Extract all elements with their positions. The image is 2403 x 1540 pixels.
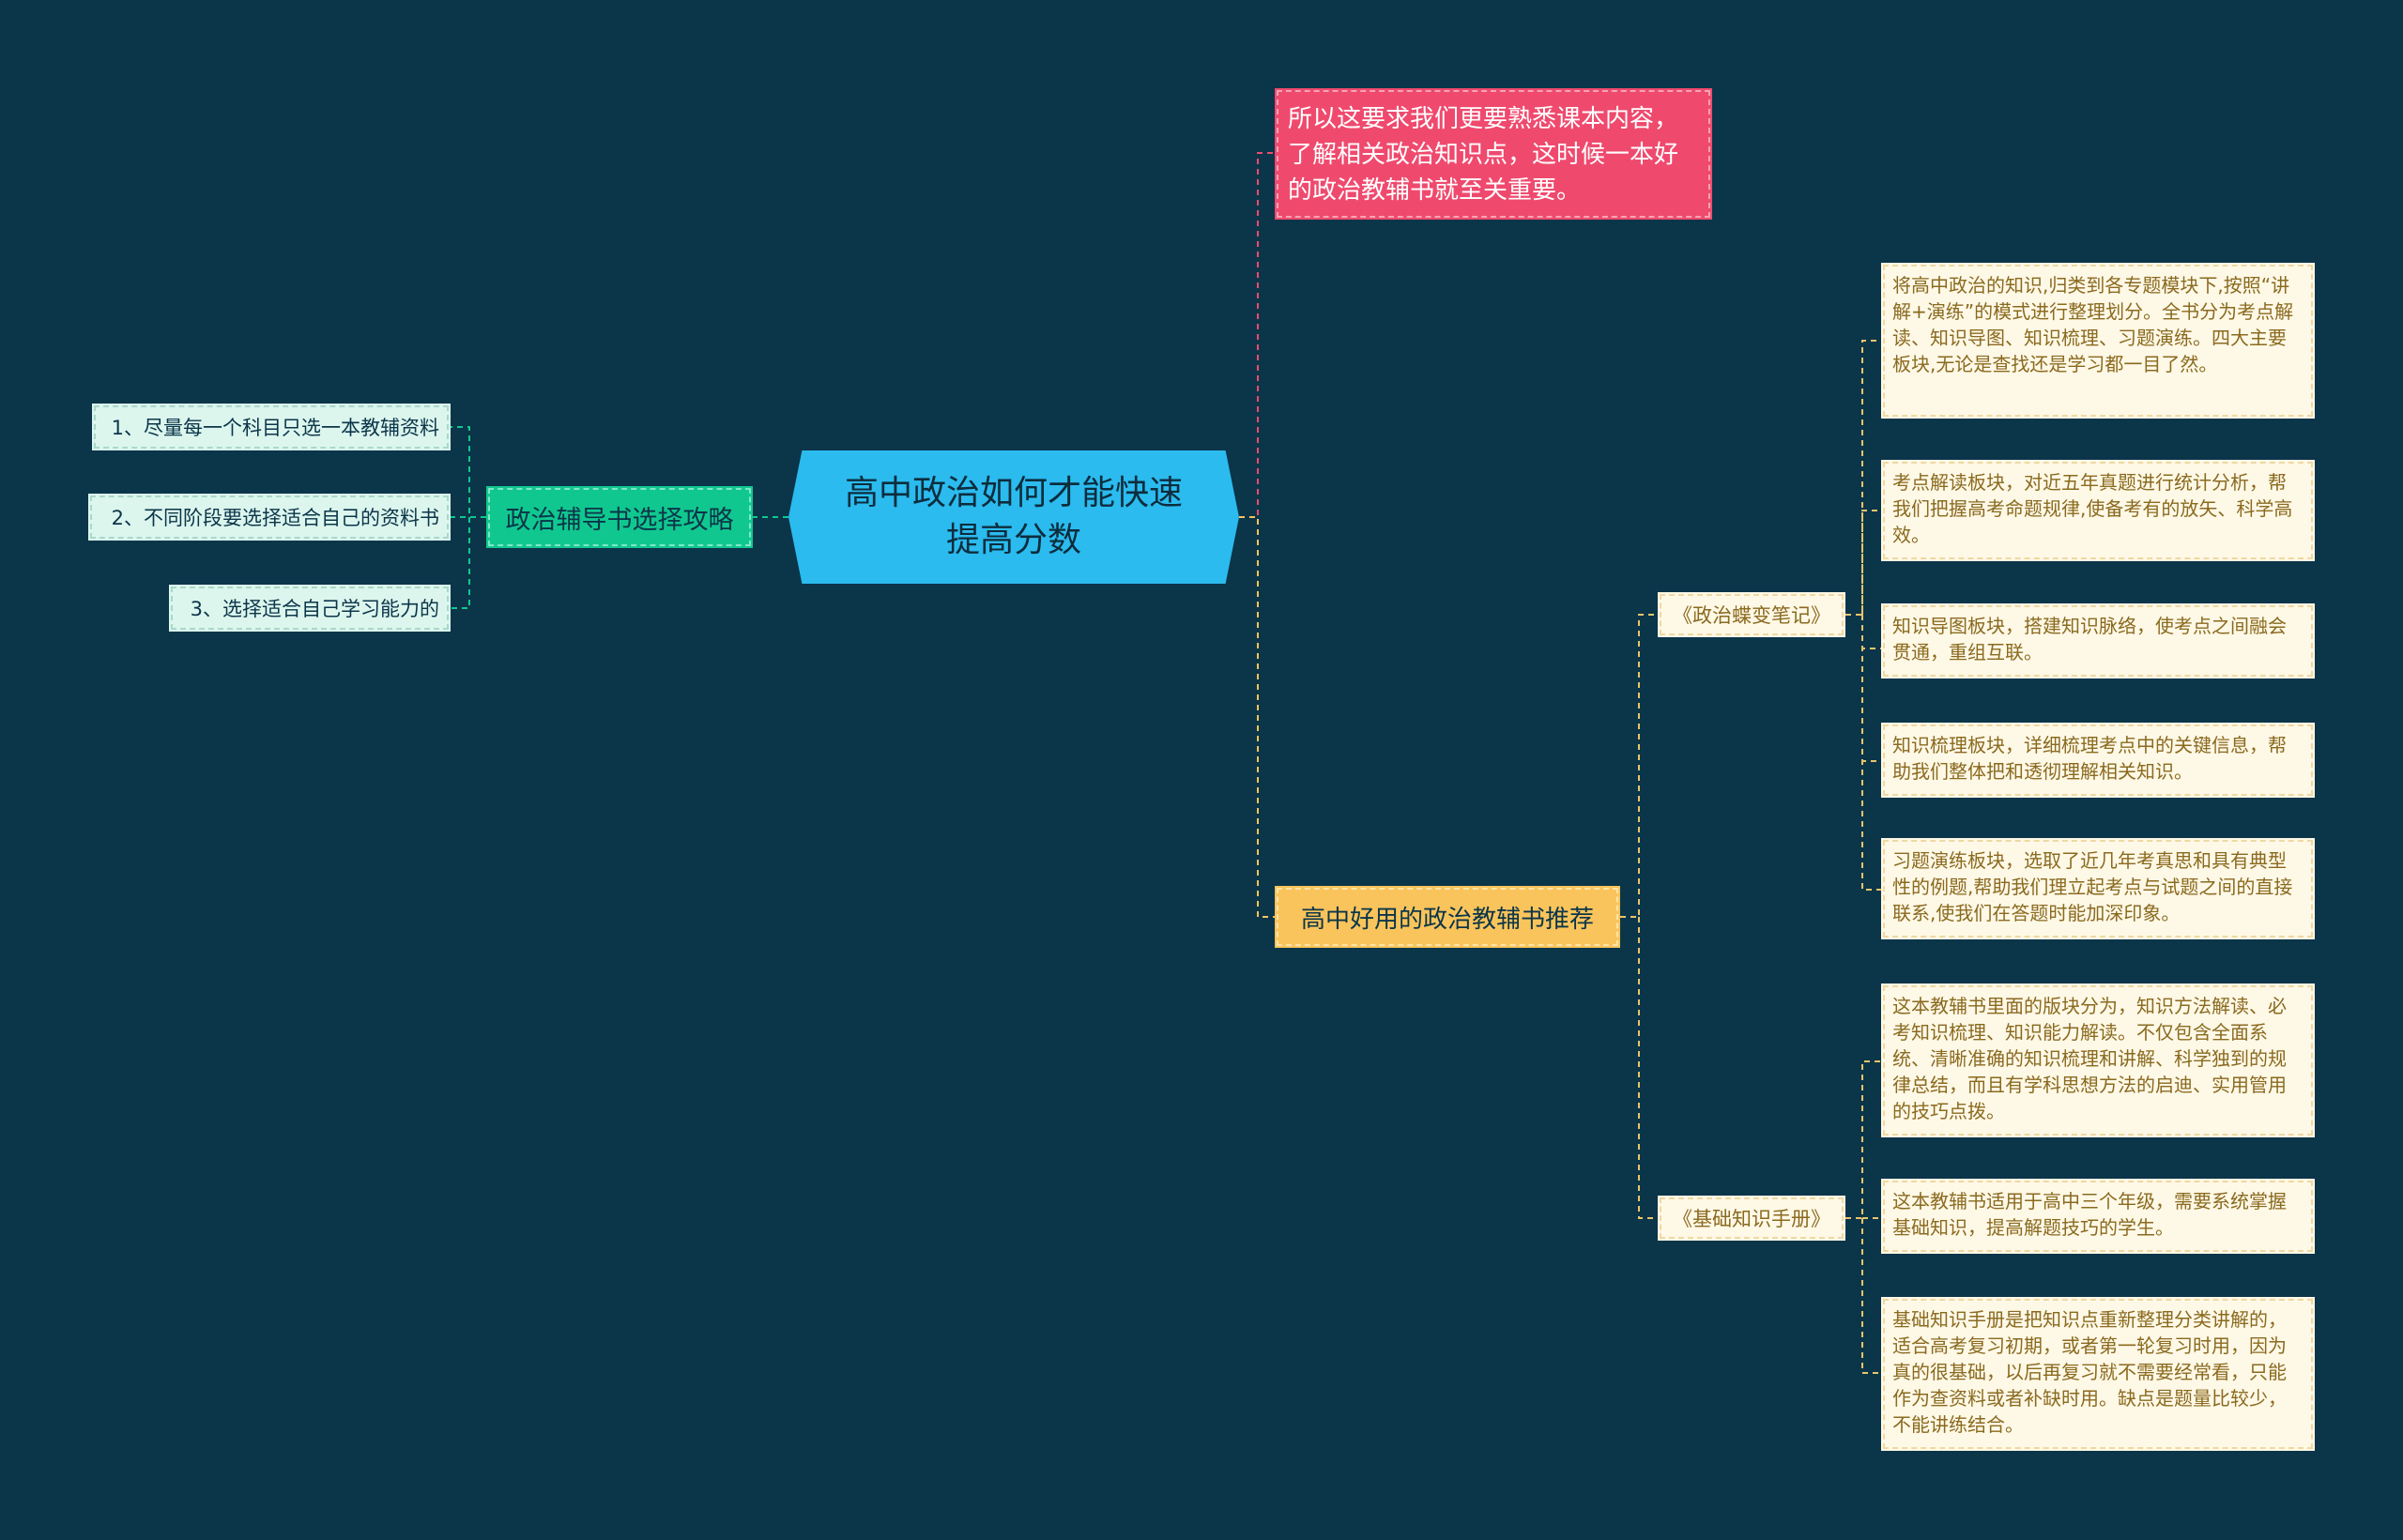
book-detail-text: 考点解读板块，对近五年真题进行统计分析，帮我们把握高考命题规律,使备考有的放矢、… bbox=[1892, 471, 2293, 546]
book-detail[interactable]: 将高中政治的知识,归类到各专题模块下,按照“讲解+演练”的模式进行整理划分。全书… bbox=[1881, 263, 2315, 419]
link-yellow-book2 bbox=[1638, 917, 1658, 1219]
link-book1-d2 bbox=[1861, 510, 1881, 615]
book-detail-text: 这本教辅书里面的版块分为，知识方法解读、必考知识梳理、知识能力解读。不仅包含全面… bbox=[1892, 995, 2287, 1122]
guide-item-text: 1、尽量每一个科目只选一本教辅资料 bbox=[111, 417, 439, 439]
link-book1-d3 bbox=[1861, 615, 1881, 649]
root-topic[interactable]: 高中政治如何才能快速提高分数 bbox=[788, 450, 1239, 584]
link-book2-d1 bbox=[1845, 1060, 1881, 1219]
link-book2-d3 bbox=[1861, 1218, 1881, 1374]
book-detail[interactable]: 知识导图板块，搭建知识脉络，使考点之间融会贯通，重组互联。 bbox=[1881, 603, 2315, 679]
intro-note-text: 所以这要求我们更要熟悉课本内容，了解相关政治知识点，这时候一本好的政治教辅书就至… bbox=[1288, 105, 1679, 205]
book-detail-text: 基础知识手册是把知识点重新整理分类讲解的，适合高考复习初期，或者第一轮复习时用，… bbox=[1892, 1308, 2287, 1436]
book-detail-text: 习题演练板块，选取了近几年考真思和具有典型性的例题,帮助我们理立起考点与试题之间… bbox=[1892, 849, 2293, 924]
link-book1-d4 bbox=[1861, 615, 1881, 762]
link-root-yellow bbox=[1239, 516, 1275, 918]
book-detail-text: 这本教辅书适用于高中三个年级，需要系统掌握基础知识，提高解题技巧的学生。 bbox=[1892, 1190, 2287, 1239]
book-detail[interactable]: 习题演练板块，选取了近几年考真思和具有典型性的例题,帮助我们理立起考点与试题之间… bbox=[1881, 838, 2315, 939]
root-topic-label: 高中政治如何才能快速提高分数 bbox=[844, 474, 1183, 559]
book-detail-text: 将高中政治的知识,归类到各专题模块下,按照“讲解+演练”的模式进行整理划分。全书… bbox=[1892, 274, 2294, 375]
book-title[interactable]: 《基础知识手册》 bbox=[1658, 1196, 1845, 1241]
link-yellow-book1 bbox=[1620, 614, 1658, 918]
book-title-text: 《基础知识手册》 bbox=[1673, 1208, 1830, 1230]
book-detail[interactable]: 基础知识手册是把知识点重新整理分类讲解的，适合高考复习初期，或者第一轮复习时用，… bbox=[1881, 1297, 2315, 1451]
branch-selection-guide-label: 政治辅导书选择攻略 bbox=[505, 505, 734, 535]
link-green-item3 bbox=[451, 517, 470, 609]
branch-book-recommendations[interactable]: 高中好用的政治教辅书推荐 bbox=[1275, 886, 1620, 948]
guide-item[interactable]: 3、选择适合自己学习能力的 bbox=[169, 585, 451, 632]
link-book1-d5 bbox=[1861, 615, 1881, 891]
book-detail[interactable]: 知识梳理板块，详细梳理考点中的关键信息，帮助我们整体把和透彻理解相关知识。 bbox=[1881, 723, 2315, 798]
link-green-item1 bbox=[451, 426, 486, 518]
book-detail[interactable]: 这本教辅书适用于高中三个年级，需要系统掌握基础知识，提高解题技巧的学生。 bbox=[1881, 1179, 2315, 1254]
book-detail[interactable]: 考点解读板块，对近五年真题进行统计分析，帮我们把握高考命题规律,使备考有的放矢、… bbox=[1881, 460, 2315, 561]
link-root-pink bbox=[1239, 152, 1275, 518]
branch-book-recommendations-label: 高中好用的政治教辅书推荐 bbox=[1300, 905, 1594, 934]
link-book1-d1 bbox=[1845, 340, 1881, 616]
book-detail[interactable]: 这本教辅书里面的版块分为，知识方法解读、必考知识梳理、知识能力解读。不仅包含全面… bbox=[1881, 983, 2315, 1137]
guide-item[interactable]: 2、不同阶段要选择适合自己的资料书 bbox=[88, 494, 451, 541]
intro-note[interactable]: 所以这要求我们更要熟悉课本内容，了解相关政治知识点，这时候一本好的政治教辅书就至… bbox=[1275, 88, 1712, 220]
guide-item[interactable]: 1、尽量每一个科目只选一本教辅资料 bbox=[92, 404, 451, 450]
book-detail-text: 知识导图板块，搭建知识脉络，使考点之间融会贯通，重组互联。 bbox=[1892, 615, 2287, 663]
branch-selection-guide[interactable]: 政治辅导书选择攻略 bbox=[486, 486, 753, 548]
book-detail-text: 知识梳理板块，详细梳理考点中的关键信息，帮助我们整体把和透彻理解相关知识。 bbox=[1892, 734, 2287, 783]
book-title[interactable]: 《政治蝶变笔记》 bbox=[1658, 592, 1845, 637]
guide-item-text: 3、选择适合自己学习能力的 bbox=[190, 598, 439, 620]
book-title-text: 《政治蝶变笔记》 bbox=[1673, 604, 1830, 627]
guide-item-text: 2、不同阶段要选择适合自己的资料书 bbox=[111, 507, 439, 529]
